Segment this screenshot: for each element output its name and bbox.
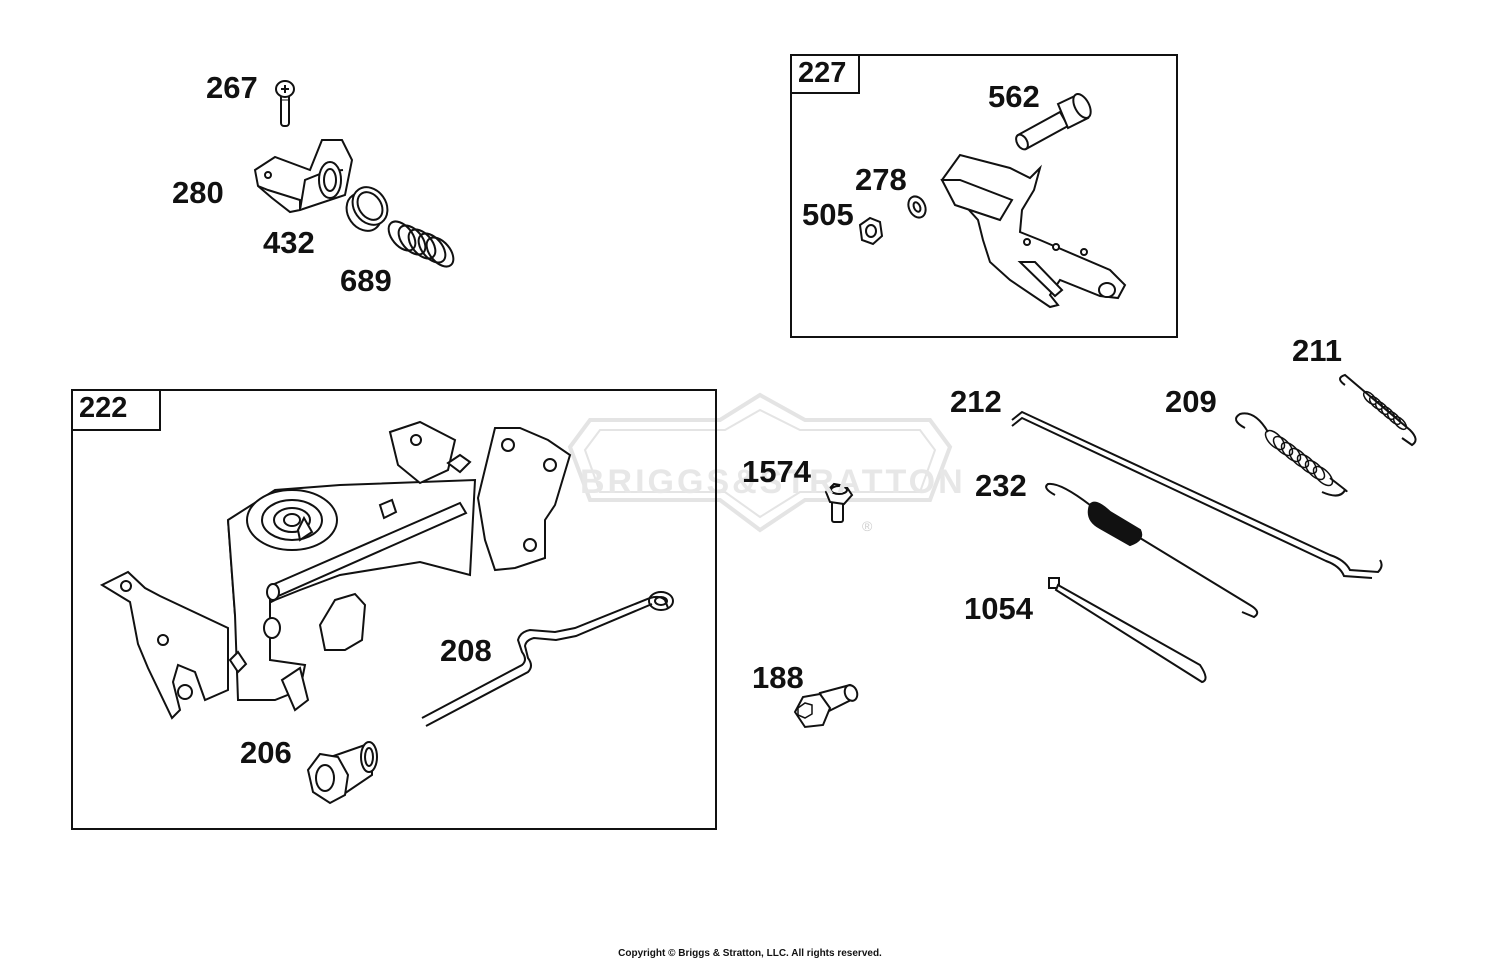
screw-188-drawing xyxy=(793,683,859,729)
callout-208: 208 xyxy=(440,633,492,668)
spring-689-drawing xyxy=(387,220,455,268)
link-212-drawing xyxy=(1011,410,1383,579)
watermark-logo xyxy=(567,392,953,533)
callout-209: 209 xyxy=(1165,384,1217,419)
callout-562: 562 xyxy=(988,79,1040,114)
callout-278: 278 xyxy=(855,162,907,197)
group-222-frame xyxy=(71,389,717,830)
callout-689: 689 xyxy=(340,263,392,298)
washer-278-drawing xyxy=(907,195,927,219)
bracket-227-drawing xyxy=(940,153,1127,309)
callout-188: 188 xyxy=(752,660,804,695)
group-227-frame xyxy=(790,54,1178,338)
link-232-drawing xyxy=(1045,482,1259,619)
link-208-drawing xyxy=(421,591,674,727)
copyright-text: Copyright © Briggs & Stratton, LLC. All … xyxy=(618,948,882,959)
callout-432: 432 xyxy=(263,225,315,260)
spring-209-drawing xyxy=(1235,412,1348,497)
callout-1054: 1054 xyxy=(964,591,1033,626)
bushing-432-drawing xyxy=(345,186,389,232)
callout-211: 211 xyxy=(1292,333,1343,368)
group-222-label: 222 xyxy=(71,389,161,431)
callout-1574: 1574 xyxy=(742,454,811,489)
tie-1054-drawing xyxy=(1048,577,1207,684)
screw-1574-drawing xyxy=(824,482,854,523)
spring-211-drawing xyxy=(1339,373,1417,447)
nut-505-drawing xyxy=(858,216,884,246)
callout-280: 280 xyxy=(172,175,224,210)
group-227-label: 227 xyxy=(790,54,860,94)
callout-206: 206 xyxy=(240,735,292,770)
callout-505: 505 xyxy=(802,197,854,232)
knob-206-drawing xyxy=(306,741,378,805)
callout-212: 212 xyxy=(950,384,1002,419)
watermark-text: BRIGGS&STRATTON xyxy=(580,463,966,501)
watermark-registered-mark: ® xyxy=(862,518,873,534)
callout-232: 232 xyxy=(975,468,1027,503)
pin-562-drawing xyxy=(1015,93,1092,151)
bracket-222-drawing xyxy=(99,420,572,720)
screw-267-drawing xyxy=(275,80,295,127)
bracket-280-drawing xyxy=(253,139,354,214)
callout-267: 267 xyxy=(206,70,258,105)
